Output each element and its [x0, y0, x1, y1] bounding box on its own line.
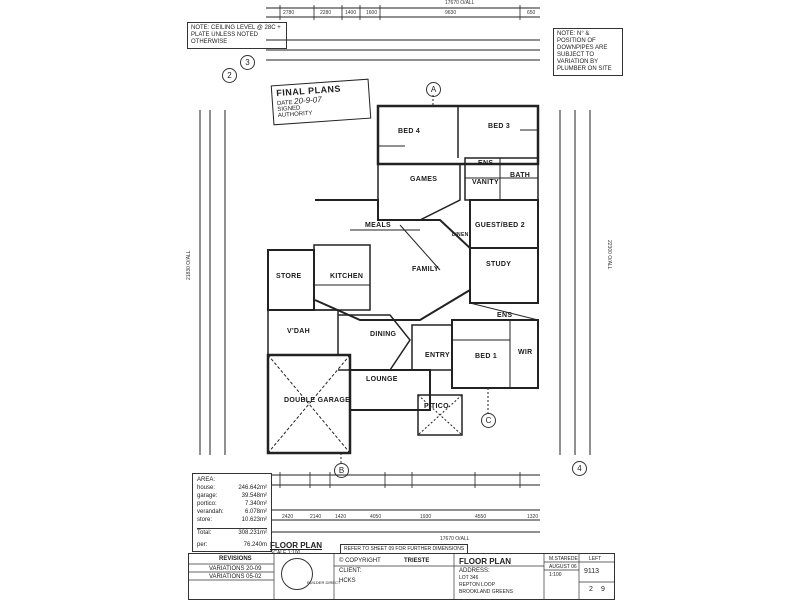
room-ens: ENS — [478, 160, 494, 167]
address-line-3: BROOKLAND GREENS — [459, 589, 513, 595]
grid-marker-2: 2 — [222, 68, 237, 83]
area-total-label: Total: — [197, 530, 212, 536]
area-row-store: store: 10.623m² — [197, 516, 267, 524]
sheet-number: 2 — [589, 586, 593, 593]
copyright-label: COPYRIGHT — [345, 558, 381, 564]
drawing-scale-value: 1:100 — [549, 572, 562, 578]
top-dim-2: 2280 — [320, 10, 332, 16]
ceiling-note: NOTE: CEILING LEVEL @ 28c + PLATE UNLESS… — [187, 22, 287, 49]
title-block-grid — [189, 554, 614, 599]
area-label: verandah: — [197, 509, 224, 515]
room-bed1: BED 1 — [475, 353, 498, 360]
room-wir: WIR — [518, 349, 533, 356]
address-label: ADDRESS: — [459, 568, 490, 574]
area-label: store: — [197, 517, 213, 523]
copyright-icon: © — [339, 558, 344, 564]
room-bath: BATH — [510, 172, 531, 179]
area-value: 7.340m² — [244, 501, 267, 507]
area-label: garage: — [197, 493, 218, 499]
grid-marker-b: B — [334, 463, 349, 478]
top-dim-5: 9630 — [445, 10, 457, 16]
top-dim-1: 2780 — [283, 10, 295, 16]
revision-row-1: VARIATIONS 20-09 — [209, 566, 262, 572]
address-line-1: LOT 346 — [459, 575, 479, 581]
top-dim-3: 1400 — [345, 10, 357, 16]
top-dim-4: 1600 — [366, 10, 378, 16]
room-vanity: VANITY — [472, 179, 499, 186]
area-label: portico: — [197, 501, 217, 507]
revision-row-2: VARIATIONS 05-02 — [209, 574, 262, 580]
room-bed3: BED 3 — [488, 123, 511, 130]
job-number: 9113 — [584, 568, 600, 575]
room-family: FAMILY — [412, 266, 439, 273]
client-label: CLIENT: — [339, 568, 362, 574]
overall-top-dimension: 17670 O/ALL — [445, 0, 475, 6]
bottom-dim-2: 2140 — [310, 514, 322, 520]
room-guest-bed2: GUEST/BED 2 — [475, 222, 525, 229]
bottom-dim-3: 1420 — [335, 514, 347, 520]
grid-marker-c: C — [481, 413, 496, 428]
area-row-perimeter: per: 76.240m — [197, 541, 267, 549]
area-row-garage: garage: 39.548m² — [197, 492, 267, 500]
room-portico: P'TICO — [424, 403, 449, 410]
room-study: STUDY — [486, 261, 512, 268]
room-entry: ENTRY — [425, 352, 450, 359]
revisions-header: REVISIONS — [219, 556, 252, 562]
room-store: STORE — [276, 273, 302, 280]
area-value: 39.548m² — [241, 493, 267, 499]
builder-name: BUILDER DIRECT — [307, 580, 341, 585]
room-dining: DINING — [370, 331, 397, 338]
bottom-dim-4: 4050 — [370, 514, 382, 520]
drawing-date: AUGUST 06 — [549, 564, 577, 570]
area-total-value: 308.231m² — [238, 530, 267, 536]
room-double-garage: DOUBLE GARAGE — [284, 397, 351, 404]
copyright-text: © COPYRIGHT — [339, 558, 381, 564]
room-bed4: BED 4 — [398, 128, 421, 135]
bottom-dim-1: 2420 — [282, 514, 294, 520]
title-block: REVISIONS VARIATIONS 20-09 VARIATIONS 05… — [188, 553, 615, 600]
bottom-dim-6: 4550 — [475, 514, 487, 520]
area-value: 10.623m² — [241, 517, 267, 523]
top-dim-6: 650 — [527, 10, 536, 16]
area-value: 246.642m² — [238, 485, 267, 491]
room-vdah: V'DAH — [287, 328, 310, 335]
area-value: 6.078m² — [244, 509, 267, 515]
hand-label: LEFT — [589, 556, 602, 562]
grid-marker-4: 4 — [572, 461, 587, 476]
drawn-by: M.STAREDE — [549, 556, 578, 562]
downpipes-note: NOTE: N° & POSITION OF DOWNPIPES ARE SUB… — [553, 28, 623, 76]
grid-marker-3: 3 — [240, 55, 255, 70]
address-line-2: REPTON LOOP — [459, 582, 496, 588]
area-row-house: house: 246.642m² — [197, 484, 267, 492]
area-label: house: — [197, 485, 216, 491]
room-kitchen: KITCHEN — [330, 273, 364, 280]
area-row-verandah: verandah: 6.078m² — [197, 508, 267, 516]
client-name: HCKS — [339, 578, 356, 584]
area-title: AREA: — [197, 477, 216, 483]
sheet-total: 9 — [601, 586, 605, 593]
room-linen: LINEN — [452, 232, 469, 238]
builder-logo — [281, 558, 313, 590]
area-row-total: Total: 308.231m² — [197, 528, 267, 537]
overall-bottom-dimension: 17670 O/ALL — [440, 536, 470, 542]
area-row-portico: portico: 7.340m² — [197, 500, 267, 508]
design-name: TRIESTE — [404, 558, 430, 564]
left-overall-dimension: 21830 O/ALL — [186, 250, 192, 280]
room-meals: MEALS — [365, 222, 391, 229]
area-per-value: 76.240m — [243, 542, 267, 548]
bottom-dim-7: 1320 — [527, 514, 539, 520]
right-overall-dimension: 22300 O/ALL — [606, 240, 612, 270]
area-per-label: per: — [197, 542, 208, 548]
room-games: GAMES — [410, 176, 438, 183]
area-schedule: AREA: house: 246.642m² garage: 39.548m² po… — [192, 473, 272, 552]
room-ens2: ENS — [497, 312, 513, 319]
bottom-dim-5: 1930 — [420, 514, 432, 520]
sheet-title: FLOOR PLAN — [459, 557, 511, 566]
room-lounge: LOUNGE — [366, 376, 398, 383]
drawing-title: FLOOR PLAN — [270, 541, 322, 550]
